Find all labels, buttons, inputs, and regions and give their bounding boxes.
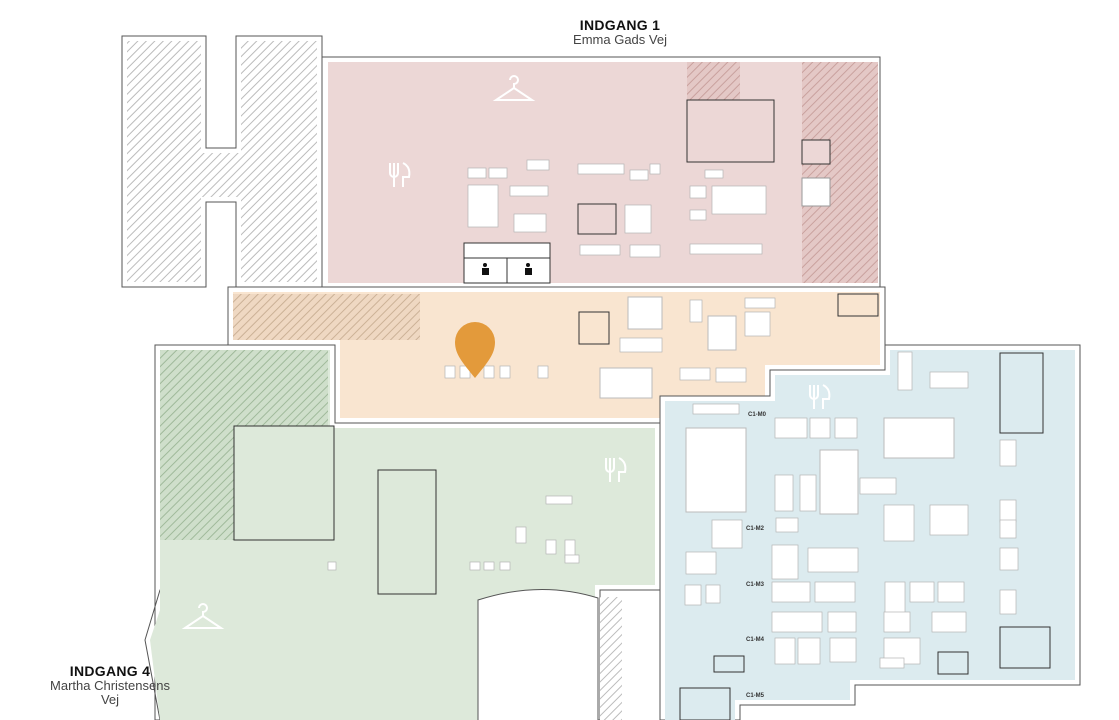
entrance-street: Martha Christensens Vej [50,678,170,707]
stand[interactable] [624,204,652,234]
stand[interactable] [327,561,337,571]
toilet-icon [482,263,532,275]
stand[interactable] [799,474,817,512]
entrance-title: INDGANG 1 [579,17,661,33]
stand[interactable] [797,637,821,665]
stand[interactable] [929,504,969,536]
stand[interactable] [564,554,580,564]
hall-marker: C1-M2 [746,526,765,532]
stand[interactable] [444,365,456,379]
entrance-1-label: INDGANG 1 Emma Gads Vej [540,17,700,47]
stand[interactable] [771,544,799,580]
hall-marker: C1-M3 [746,582,765,588]
stand[interactable] [744,311,771,337]
stand[interactable] [467,184,499,228]
stand[interactable] [469,561,481,571]
stand[interactable] [499,365,511,379]
stand[interactable] [807,547,859,573]
stand[interactable] [883,611,911,633]
hall-marker: C1-M4 [746,637,765,643]
entrance-title: INDGANG 4 [69,663,151,679]
stand[interactable] [711,519,743,549]
stand[interactable] [467,167,487,179]
stand[interactable] [577,163,625,175]
stand[interactable] [515,526,527,544]
stand[interactable] [744,297,776,309]
stand[interactable] [774,474,794,512]
cloakroom-icon [492,75,536,101]
stand[interactable] [685,551,717,575]
stand[interactable] [715,367,747,383]
stand[interactable] [509,185,549,197]
stand[interactable] [483,365,495,379]
stand[interactable] [545,539,557,555]
stand[interactable] [499,561,511,571]
stand[interactable] [884,581,906,615]
stand[interactable] [679,367,711,381]
stand[interactable] [999,519,1017,539]
stand[interactable] [689,243,763,255]
stand[interactable] [545,495,573,505]
stand[interactable] [689,209,707,221]
stand[interactable] [834,417,858,439]
stand[interactable] [704,169,724,179]
stand[interactable] [829,637,857,663]
stand[interactable] [629,244,661,258]
stand[interactable] [999,547,1019,571]
stand[interactable] [931,611,967,633]
stand[interactable] [579,244,621,256]
stand[interactable] [774,417,808,439]
stand[interactable] [897,351,913,391]
stand[interactable] [771,581,811,603]
hall-orange[interactable] [227,286,886,424]
stand[interactable] [705,584,721,604]
stand[interactable] [771,611,823,633]
stand[interactable] [459,365,471,379]
stand[interactable] [774,637,796,665]
stands [327,159,1019,669]
stand[interactable] [526,159,550,171]
stand[interactable] [711,185,767,215]
stand[interactable] [809,417,831,439]
location-pin-icon[interactable] [455,322,495,378]
restaurant-icon [389,162,411,187]
hall-marker: C1-M5 [746,693,765,699]
stand[interactable] [827,611,857,633]
stand[interactable] [689,185,707,199]
stand[interactable] [929,371,969,389]
stand[interactable] [999,439,1017,467]
stand[interactable] [684,584,702,606]
stand[interactable] [619,337,663,353]
restaurant-icon [605,457,627,482]
stand[interactable] [879,657,905,669]
stand[interactable] [483,561,495,571]
hall-green[interactable] [144,344,661,720]
stand[interactable] [937,581,965,603]
hall-markers: C1-M0 C1-M2 C1-M3 C1-M4 C1-M5 [746,412,767,699]
h-building [121,35,323,288]
entrance-4-label: INDGANG 4 Martha Christensens Vej [40,663,180,707]
stand[interactable] [629,169,649,181]
entrance-street: Emma Gads Vej [573,32,667,47]
stand[interactable] [999,589,1017,615]
stand[interactable] [513,213,547,233]
stand[interactable] [814,581,856,603]
stand[interactable] [859,477,897,495]
hall-blue[interactable] [659,344,1081,720]
restaurant-icon [809,384,831,409]
stand[interactable] [488,167,508,179]
stand[interactable] [692,403,740,415]
stand[interactable] [537,365,549,379]
hall-marker: C1-M0 [748,412,767,418]
stand[interactable] [999,499,1017,523]
stand[interactable] [649,163,661,175]
stand[interactable] [883,504,915,542]
stand[interactable] [909,581,935,603]
cloakroom-icon [181,603,225,629]
stand[interactable] [775,517,799,533]
stand[interactable] [689,299,703,323]
